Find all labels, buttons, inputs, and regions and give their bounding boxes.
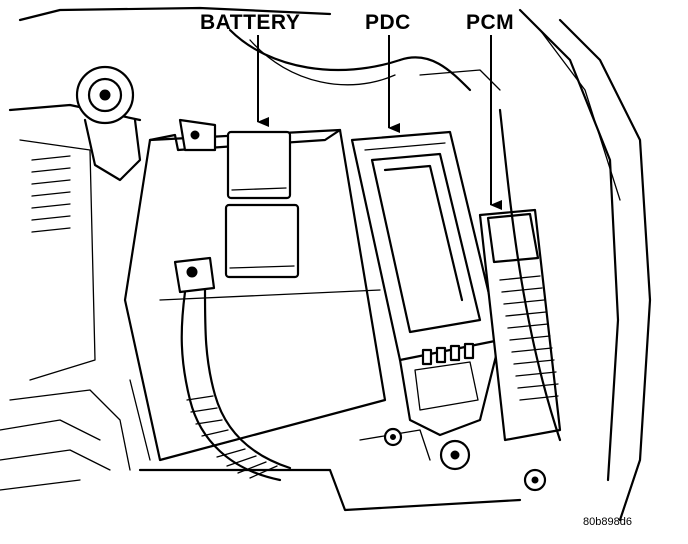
battery-cable-wrap — [186, 395, 278, 479]
pcm-heat-sink-fins — [499, 275, 559, 401]
callout-pdc: PDC — [365, 11, 411, 133]
pdc-module — [350, 130, 502, 471]
callout-battery: BATTERY — [200, 11, 300, 127]
pdc-latch-tabs — [421, 342, 475, 366]
battery-vent-cap-rear — [224, 203, 300, 279]
left-radiator-area — [0, 6, 332, 491]
pcm-module — [478, 108, 562, 492]
callout-pdc-label: PDC — [365, 11, 411, 34]
grille-fins — [31, 155, 71, 233]
callout-pcm-label: PCM — [466, 11, 514, 34]
strut-tower — [228, 28, 501, 92]
battery-vent-cap-front — [226, 130, 292, 200]
figure-id: 80b898d6 — [583, 516, 632, 528]
right-fender — [518, 8, 652, 522]
callout-battery-label: BATTERY — [200, 11, 300, 34]
battery — [123, 118, 387, 482]
idler-pulley — [75, 65, 142, 182]
callout-pcm: PCM — [466, 11, 514, 210]
lower-bracket — [129, 379, 522, 512]
